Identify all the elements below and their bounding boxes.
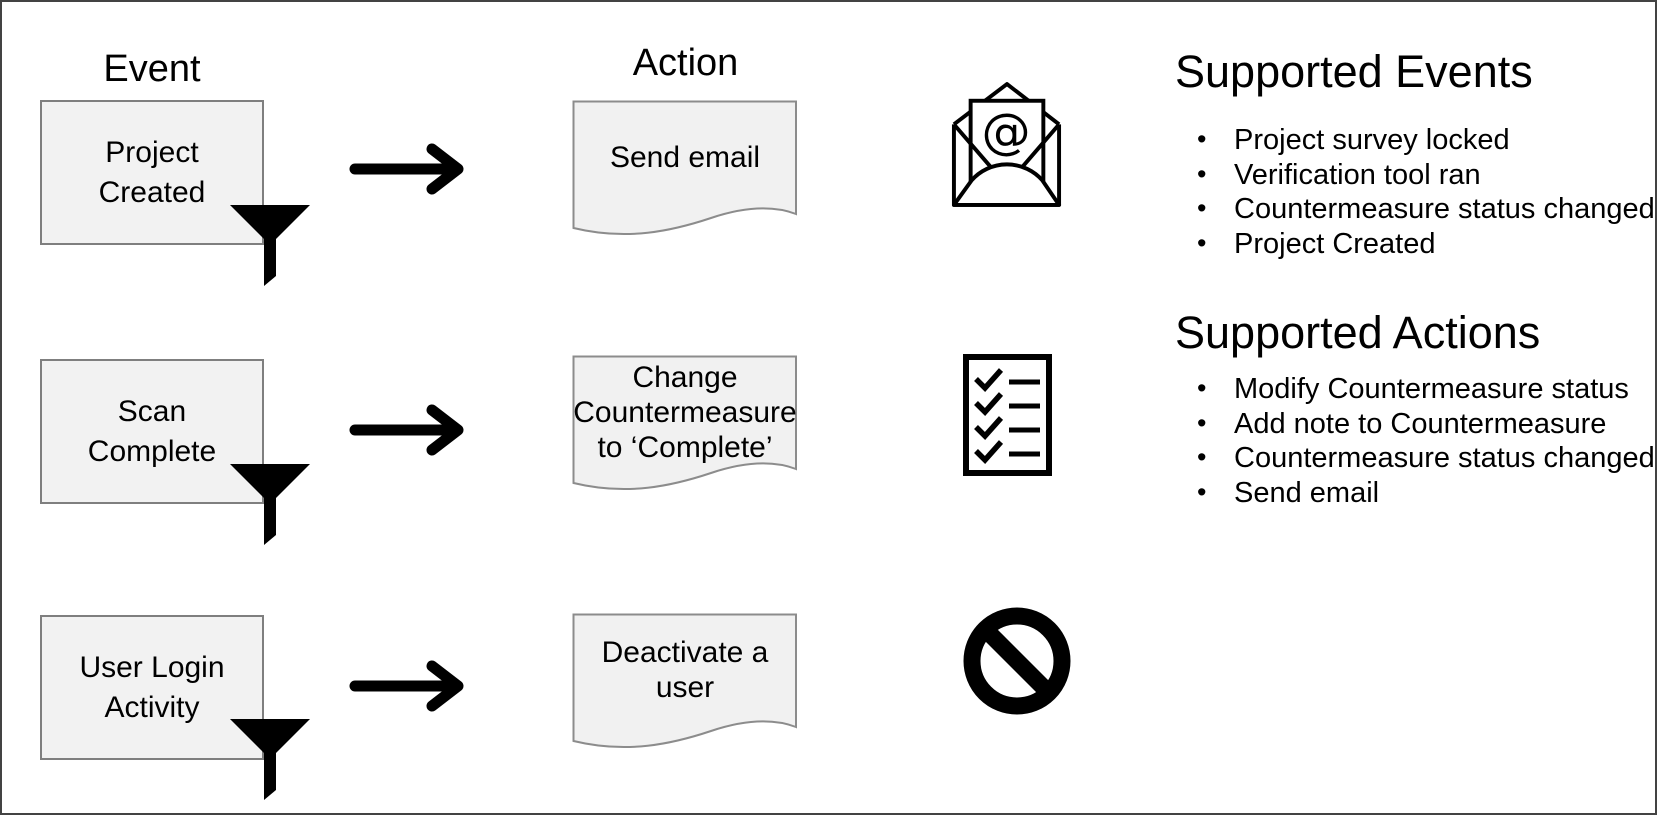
- action-label: Change Countermeasure to ‘Complete’: [573, 360, 797, 464]
- supported-events-list: Project survey locked Verification tool …: [1195, 122, 1655, 262]
- prohibition-icon: [963, 607, 1071, 715]
- action-label: Deactivate a user: [601, 636, 769, 704]
- action-column-header: Action: [632, 42, 739, 84]
- svg-text:@: @: [981, 102, 1030, 160]
- arrow-right-icon: [349, 660, 464, 712]
- action-shape-send-email: [572, 100, 797, 236]
- arrow-right-icon: [349, 143, 464, 195]
- filter-icon: [230, 719, 310, 800]
- list-item: Modify Countermeasure status: [1195, 371, 1655, 407]
- filter-icon: [230, 205, 310, 286]
- arrow-right-icon: [349, 404, 464, 456]
- event-box-label: Project Created: [98, 135, 206, 209]
- event-box-user-login-activity: User Login Activity: [40, 615, 264, 760]
- event-column-header: Event: [103, 48, 201, 90]
- list-item: Verification tool ran: [1195, 157, 1655, 193]
- event-box-label: User Login Activity: [79, 650, 225, 724]
- event-box-label: Scan Complete: [87, 394, 217, 468]
- action-shape-change-countermeasure: [572, 355, 797, 491]
- checklist-icon: [963, 354, 1052, 476]
- list-item: Project Created: [1195, 226, 1655, 262]
- supported-events-title: Supported Events: [1175, 46, 1533, 97]
- open-envelope-email-icon: @: [951, 82, 1062, 207]
- list-item: Countermeasure status changed: [1195, 191, 1655, 227]
- supported-actions-list: Modify Countermeasure status Add note to…: [1195, 371, 1655, 511]
- event-box-project-created: Project Created: [40, 100, 264, 245]
- list-item: Countermeasure status changed: [1195, 440, 1655, 476]
- list-item: Add note to Countermeasure: [1195, 406, 1655, 442]
- list-item: Send email: [1195, 475, 1655, 511]
- event-box-scan-complete: Scan Complete: [40, 359, 264, 504]
- action-shape-deactivate-user: [572, 613, 797, 749]
- list-item: Project survey locked: [1195, 122, 1655, 158]
- action-label: Send email: [609, 140, 761, 174]
- filter-icon: [230, 464, 310, 545]
- supported-actions-title: Supported Actions: [1175, 307, 1541, 358]
